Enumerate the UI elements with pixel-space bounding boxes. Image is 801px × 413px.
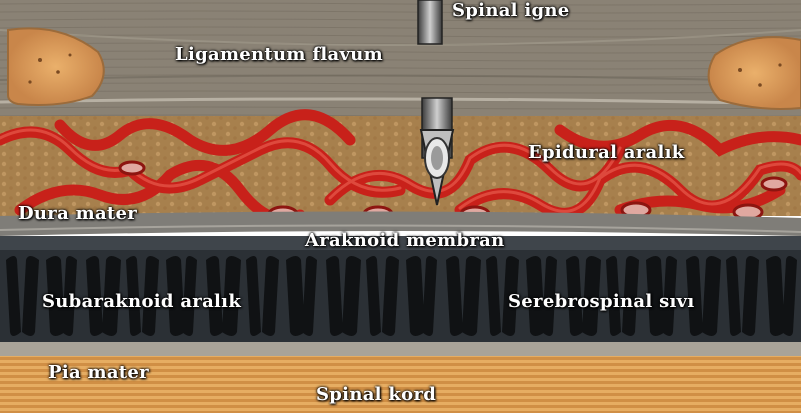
spinal-cord-label: Spinal kord — [316, 384, 436, 405]
ligamentum-flavum-label: Ligamentum flavum — [175, 44, 383, 65]
spinal-needle-label: Spinal igne — [452, 0, 570, 21]
pia-mater-label: Pia mater — [48, 362, 149, 383]
cerebrospinal-fluid-label: Serebrospinal sıvı — [508, 291, 695, 312]
ligamentum-flavum-layer — [0, 0, 801, 116]
epidural-space-label: Epidural aralık — [528, 142, 685, 163]
dura-mater-label: Dura mater — [18, 203, 137, 224]
pia-mater-layer — [0, 342, 801, 356]
arachnoid-membrane-label: Araknoid membran — [305, 230, 505, 251]
subarachnoid-space-label: Subaraknoid aralık — [42, 291, 241, 312]
